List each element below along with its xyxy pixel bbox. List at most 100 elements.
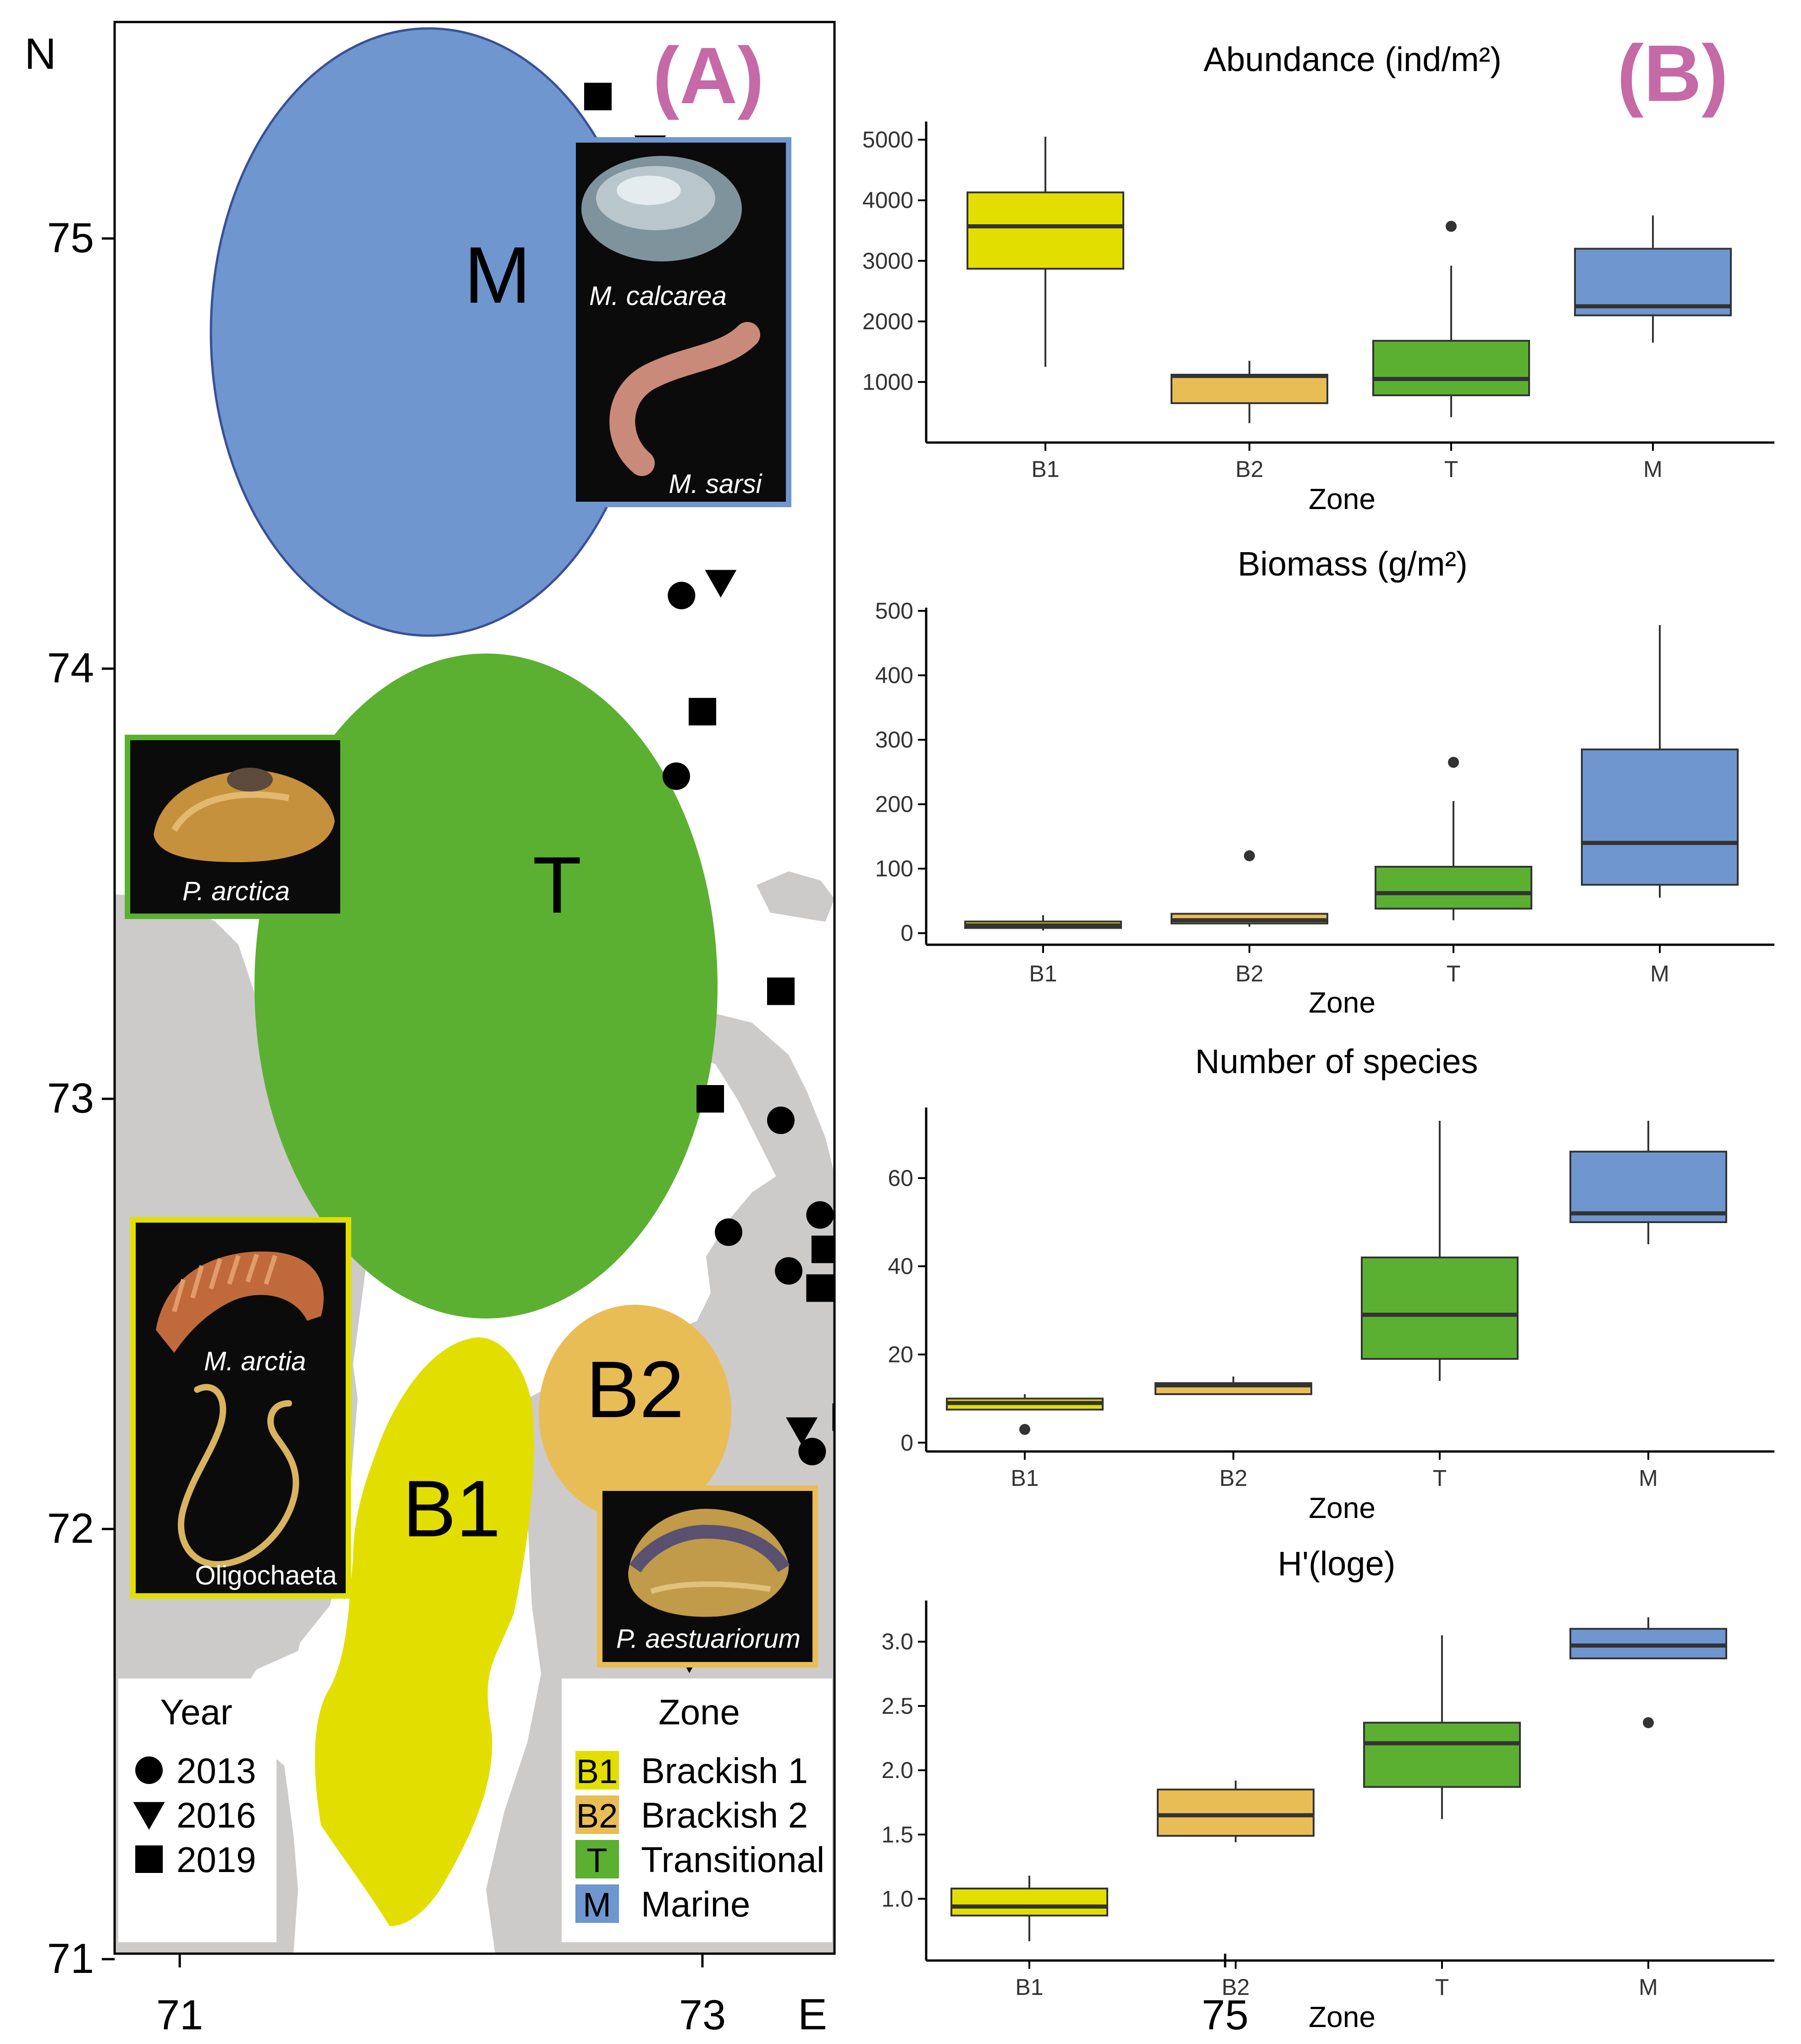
latitude-tick-label: 71 — [47, 1935, 94, 1982]
year-legend-triangle-icon — [133, 1802, 165, 1830]
x-tick-label: B1 — [1015, 1974, 1043, 2000]
zone-legend-code: M — [583, 1886, 611, 1924]
box-M — [1574, 215, 1732, 343]
x-axis-label: Zone — [1309, 986, 1376, 1019]
y-tick-label: 3.0 — [881, 1629, 913, 1655]
interquartile-box — [1361, 1256, 1519, 1360]
latitude-tick-label: 72 — [47, 1505, 94, 1552]
station-marker-2016 — [786, 1417, 818, 1446]
y-tick-label: 300 — [875, 727, 913, 753]
latitude-tick-label: 75 — [47, 215, 94, 261]
oligochaeta-label: Oligochaeta — [195, 1561, 337, 1590]
zone-brackish1-area — [315, 1337, 534, 1926]
station-marker-2013 — [775, 1257, 803, 1285]
zone-brackish2-area — [539, 1305, 731, 1520]
zone-label-brackish2: B2 — [586, 1345, 684, 1435]
outlier-point — [1244, 850, 1255, 862]
interquartile-box — [967, 191, 1124, 270]
zone-legend-code: B1 — [576, 1752, 618, 1790]
zone-legend-title: Zone — [658, 1692, 740, 1732]
map-panel: N E M T B1 B2 — [24, 21, 1249, 2039]
x-tick-label: T — [1433, 1465, 1447, 1491]
x-tick-label: B2 — [1219, 1465, 1247, 1491]
year-legend-label: 2019 — [177, 1839, 256, 1880]
station-marker-2016 — [940, 1327, 972, 1355]
zone-legend-label: Brackish 1 — [641, 1750, 808, 1791]
interquartile-box — [1581, 748, 1739, 886]
year-legend-label: 2016 — [177, 1795, 256, 1835]
m-sarsi-label: M. sarsi — [669, 469, 763, 499]
interquartile-box — [950, 1888, 1108, 1917]
zone-legend-swatch — [575, 1884, 619, 1923]
boxplot-panel: (B) Abundance (ind/m²) 1000 2000 3000 4000 50… — [862, 29, 1774, 2033]
oligochaeta-worm-icon — [177, 1384, 299, 1568]
chart-title: Abundance (ind/m²) — [1204, 40, 1502, 78]
interquartile-box — [1569, 1151, 1727, 1223]
y-tick-label: 3000 — [862, 248, 913, 274]
y-tick-label: 2.0 — [881, 1757, 913, 1783]
chart-title: Biomass (g/m²) — [1237, 545, 1468, 583]
zone-legend-label: Brackish 2 — [641, 1795, 808, 1835]
panel-a-label: (A) — [653, 31, 764, 121]
map-frame — [113, 21, 836, 1955]
x-tick-label: B2 — [1235, 456, 1263, 482]
station-marker-2019 — [1159, 1442, 1187, 1470]
y-tick-label: 2.5 — [881, 1693, 913, 1719]
y-tick-label: 500 — [875, 598, 913, 624]
x-tick-label: M — [1639, 1465, 1658, 1491]
y-tick-label: 1000 — [862, 369, 913, 395]
box-B1 — [950, 1875, 1108, 1941]
y-tick-label: 200 — [875, 792, 913, 817]
outlier-point — [1446, 221, 1457, 232]
station-marker-2019 — [584, 83, 612, 111]
x-tick-label: M — [1639, 1974, 1658, 2000]
outlier-point — [1643, 1717, 1654, 1728]
interquartile-box — [1363, 1722, 1521, 1788]
year-legend-label: 2013 — [177, 1750, 256, 1791]
x-tick-label: T — [1435, 1974, 1449, 2000]
interquartile-box — [1375, 865, 1532, 910]
land-east-coast — [706, 1174, 798, 1330]
chart-title: Number of species — [1195, 1042, 1478, 1080]
station-marker-2013 — [715, 1218, 742, 1246]
land-west-upper — [115, 922, 238, 1018]
box-M — [1569, 1120, 1727, 1245]
station-marker-2019 — [1076, 1262, 1103, 1289]
y-tick-label: 2000 — [862, 309, 913, 334]
outlier-point — [1448, 757, 1459, 768]
x-axis-label: Zone — [1309, 482, 1376, 515]
year-legend-title: Year — [160, 1692, 232, 1732]
y-tick-label: 400 — [875, 663, 913, 688]
x-axis-label: Zone — [1309, 2000, 1376, 2033]
chart-title: H'(loge) — [1278, 1545, 1396, 1583]
p-aestuariorum-shell-icon — [628, 1509, 790, 1617]
station-marker-2013 — [1076, 1231, 1103, 1259]
y-tick-label: 20 — [888, 1341, 913, 1367]
inset-brackish1-species: M. arctia Oligochaeta — [130, 1217, 351, 1599]
box-B2 — [1171, 360, 1328, 423]
y-tick-label: 100 — [875, 856, 913, 881]
station-marker-2019 — [806, 1274, 834, 1302]
land-northeast-cape — [757, 871, 834, 922]
box-B2 — [1157, 1780, 1315, 1843]
longitude-tick-label: 71 — [156, 1992, 203, 2038]
m-sarsi-worm-icon — [609, 322, 760, 476]
y-tick-label: 5000 — [862, 127, 913, 153]
p-arctica-label: P. arctica — [182, 876, 290, 906]
m-arctia-isopod-icon — [156, 1251, 324, 1353]
station-marker-2013 — [806, 1201, 834, 1229]
zone-legend-code: B2 — [576, 1797, 618, 1835]
panel-b-label: (B) — [1617, 29, 1729, 118]
zone-transitional-area — [254, 654, 718, 1318]
y-tick-label: 4000 — [862, 188, 913, 213]
y-tick-label: 60 — [888, 1165, 913, 1191]
station-marker-2013 — [668, 582, 696, 609]
station-marker-2019 — [767, 977, 795, 1005]
zone-legend-label: Marine — [641, 1884, 750, 1924]
station-marker-2019 — [811, 1235, 834, 1263]
